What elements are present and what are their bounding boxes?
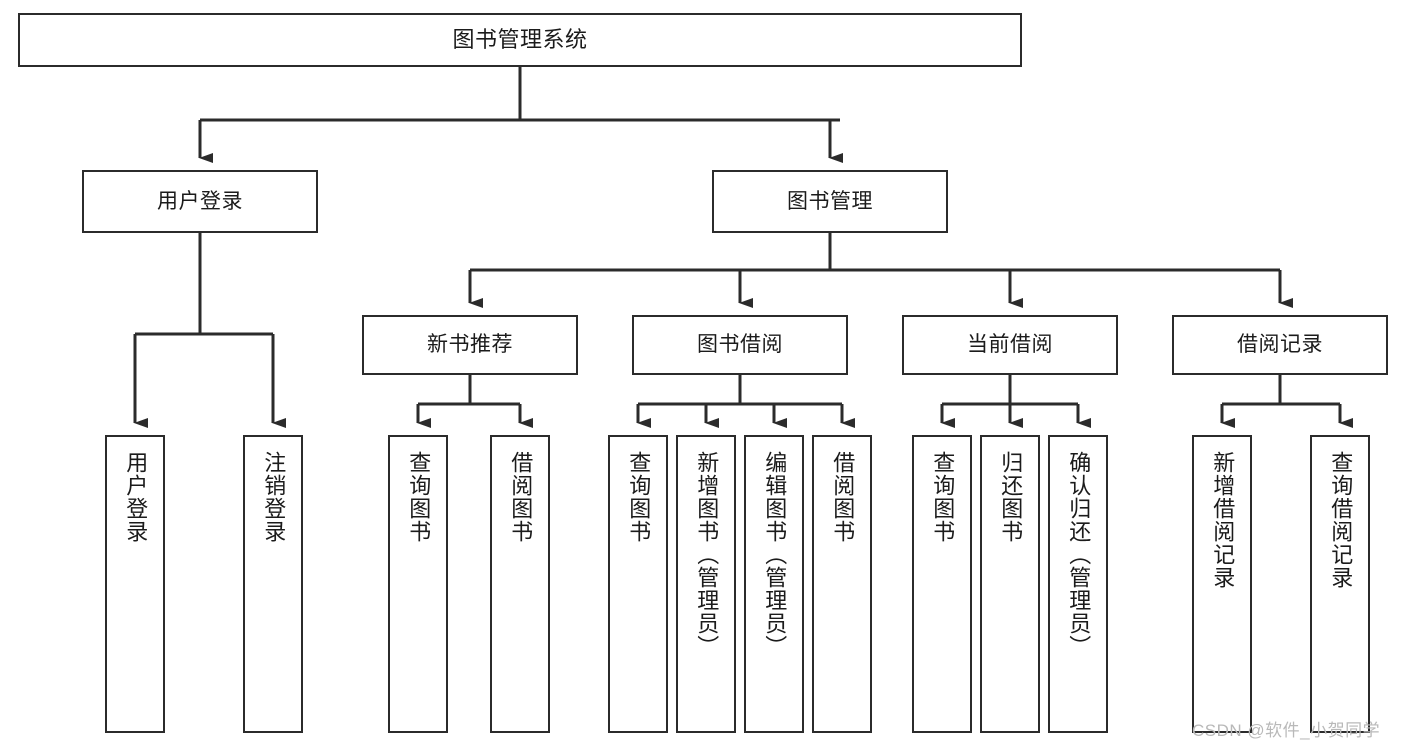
node-new-book-recommend[interactable]: 新书推荐 — [362, 315, 578, 375]
node-label: 确认归还（管理员） — [1066, 451, 1092, 658]
node-label: 查询借阅记录 — [1328, 451, 1354, 589]
node-label: 借阅记录 — [1237, 333, 1323, 357]
leaf-query-book-current[interactable]: 查询图书 — [912, 435, 972, 733]
node-label: 新书推荐 — [427, 333, 513, 357]
leaf-add-borrow-record[interactable]: 新增借阅记录 — [1192, 435, 1252, 733]
node-user-login[interactable]: 用户登录 — [82, 170, 318, 233]
leaf-query-borrow-record[interactable]: 查询借阅记录 — [1310, 435, 1370, 733]
node-label: 当前借阅 — [967, 333, 1053, 357]
node-label: 图书管理系统 — [452, 26, 588, 52]
node-label: 新增借阅记录 — [1210, 451, 1236, 589]
node-book-management[interactable]: 图书管理 — [712, 170, 948, 233]
node-root-book-management-system[interactable]: 图书管理系统 — [18, 13, 1022, 67]
node-label: 归还图书 — [998, 451, 1024, 543]
node-label: 图书管理 — [787, 189, 873, 213]
leaf-add-book-admin[interactable]: 新增图书（管理员） — [676, 435, 736, 733]
node-book-borrow[interactable]: 图书借阅 — [632, 315, 848, 375]
leaf-query-book-recommend[interactable]: 查询图书 — [388, 435, 448, 733]
leaf-confirm-return-admin[interactable]: 确认归还（管理员） — [1048, 435, 1108, 733]
node-label: 新增图书（管理员） — [694, 451, 720, 658]
leaf-logout-login[interactable]: 注销登录 — [243, 435, 303, 733]
leaf-borrow-book-borrow[interactable]: 借阅图书 — [812, 435, 872, 733]
node-label: 注销登录 — [261, 451, 287, 543]
csdn-watermark: CSDN @软件_小贺同学 — [1192, 716, 1380, 741]
node-label: 借阅图书 — [508, 451, 534, 543]
node-current-borrow[interactable]: 当前借阅 — [902, 315, 1118, 375]
node-label: 借阅图书 — [830, 451, 856, 543]
node-label: 图书借阅 — [697, 333, 783, 357]
leaf-borrow-book-recommend[interactable]: 借阅图书 — [490, 435, 550, 733]
node-label: 查询图书 — [626, 451, 652, 543]
node-label: 查询图书 — [406, 451, 432, 543]
leaf-edit-book-admin[interactable]: 编辑图书（管理员） — [744, 435, 804, 733]
leaf-user-login[interactable]: 用户登录 — [105, 435, 165, 733]
node-label: 用户登录 — [123, 451, 149, 543]
node-borrow-record[interactable]: 借阅记录 — [1172, 315, 1388, 375]
node-label: 用户登录 — [157, 189, 243, 213]
node-label: 查询图书 — [930, 451, 956, 543]
leaf-query-book-borrow[interactable]: 查询图书 — [608, 435, 668, 733]
node-label: 编辑图书（管理员） — [762, 451, 788, 658]
watermark-text: CSDN @软件_小贺同学 — [1192, 721, 1381, 740]
leaf-return-book[interactable]: 归还图书 — [980, 435, 1040, 733]
